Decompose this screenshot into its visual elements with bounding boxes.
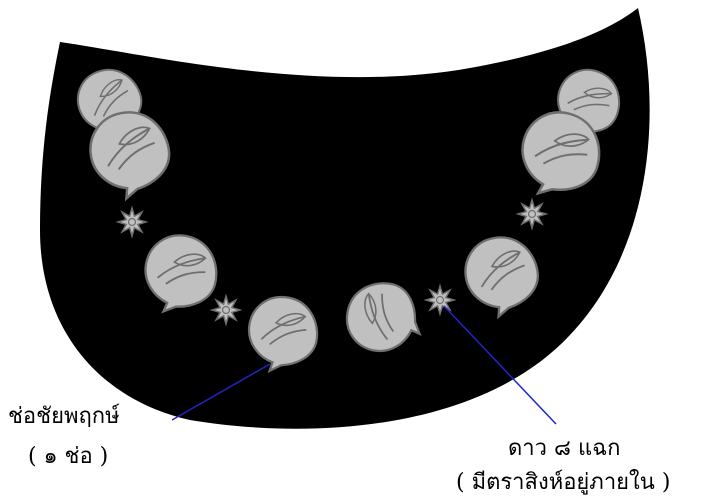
- star-label: ดาว ๘ แฉก: [508, 436, 621, 461]
- leader-line-star: [443, 305, 557, 425]
- leaf-ornament: [248, 296, 319, 374]
- leaf-ornament: [345, 282, 422, 353]
- leaf-ornament: [521, 111, 601, 196]
- star-note-label: ( มีตราสิงห์อยู่ภายใน ): [456, 470, 671, 495]
- leaf-label: ช่อชัยพฤกษ์: [8, 404, 120, 429]
- star-ornament-center: [527, 209, 537, 219]
- star-ornament: [209, 293, 243, 327]
- star-ornament: [423, 283, 457, 317]
- star-ornament: [515, 197, 549, 231]
- star-ornament-center: [221, 305, 231, 315]
- leaf-ornament: [89, 111, 171, 202]
- star-ornament: [115, 205, 149, 239]
- leaf-ornament: [464, 236, 539, 320]
- star-ornament-center: [435, 295, 445, 305]
- star-ornament-center: [127, 217, 137, 227]
- leaf-count-label: ( ๑ ช่อ ): [28, 444, 109, 469]
- leader-line-leaf: [171, 363, 271, 421]
- leaf-ornament: [144, 234, 218, 314]
- crescent-badge: [40, 8, 650, 429]
